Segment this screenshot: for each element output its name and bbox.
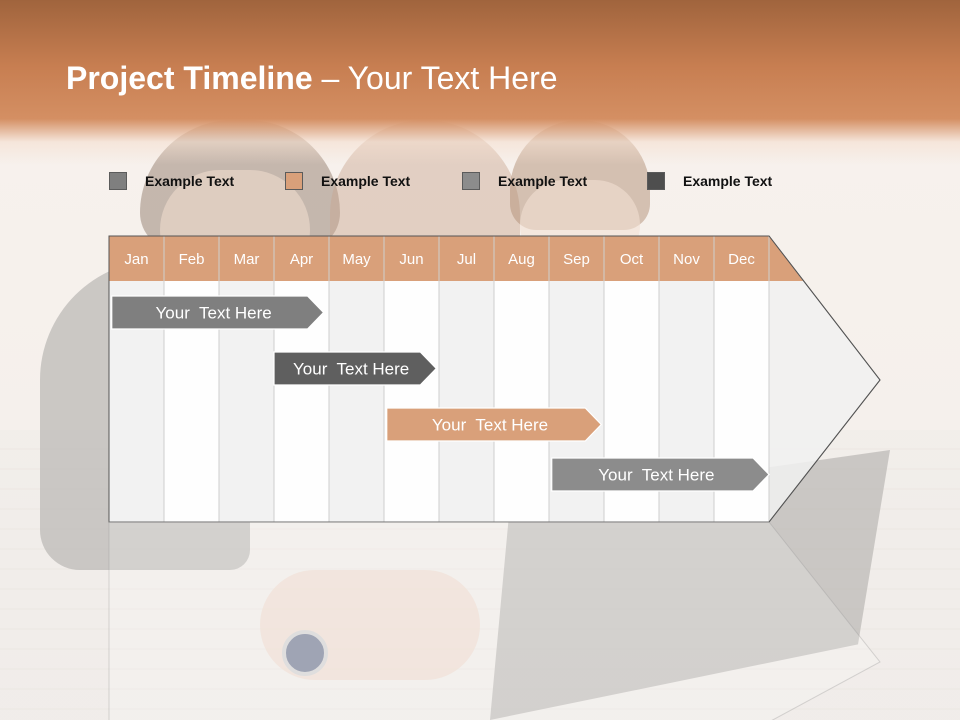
page-title: Project Timeline – Your Text Here	[66, 60, 558, 97]
wristwatch-icon	[282, 630, 328, 676]
task-arrow	[386, 407, 603, 442]
task-label: Your Text Here	[598, 466, 714, 485]
month-label: Oct	[620, 251, 644, 268]
title-separator: –	[312, 60, 348, 96]
month-label: Feb	[179, 251, 205, 268]
task-label: Your Text Here	[432, 416, 548, 435]
month-column	[439, 281, 494, 522]
month-header-band	[109, 236, 803, 281]
legend-item: Example Text	[109, 171, 234, 191]
legend-swatch	[647, 172, 665, 190]
month-label: Aug	[508, 251, 535, 268]
month-column	[384, 281, 439, 522]
month-label: Dec	[728, 251, 755, 268]
title-sub: Your Text Here	[347, 60, 558, 96]
header-band	[0, 0, 960, 165]
task-arrow	[551, 457, 770, 492]
month-label: Nov	[673, 251, 700, 268]
legend-item: Example Text	[647, 171, 772, 191]
month-label: Sep	[563, 251, 590, 268]
task-arrow	[273, 351, 438, 386]
legend-label: Example Text	[683, 173, 773, 189]
month-label: Jun	[399, 251, 423, 268]
legend-swatch	[109, 172, 127, 190]
month-label: Jul	[457, 251, 476, 268]
timeline-outline	[108, 235, 881, 523]
month-label: May	[342, 251, 371, 268]
task-label: Your Text Here	[156, 304, 272, 323]
task-label: Your Text Here	[293, 360, 409, 379]
legend-swatch	[462, 172, 480, 190]
month-label: Jan	[124, 251, 148, 268]
month-label: Apr	[290, 251, 313, 268]
task-arrow	[111, 295, 325, 330]
legend-item: Example Text	[462, 171, 587, 191]
timeline-reflection	[108, 521, 881, 720]
legend-item: Example Text	[285, 171, 410, 191]
legend-label: Example Text	[321, 173, 411, 189]
title-main: Project Timeline	[66, 60, 313, 96]
month-label: Mar	[234, 251, 260, 268]
month-column	[494, 281, 549, 522]
legend-swatch	[285, 172, 303, 190]
month-column	[329, 281, 384, 522]
legend-label: Example Text	[145, 173, 235, 189]
legend-label: Example Text	[498, 173, 588, 189]
